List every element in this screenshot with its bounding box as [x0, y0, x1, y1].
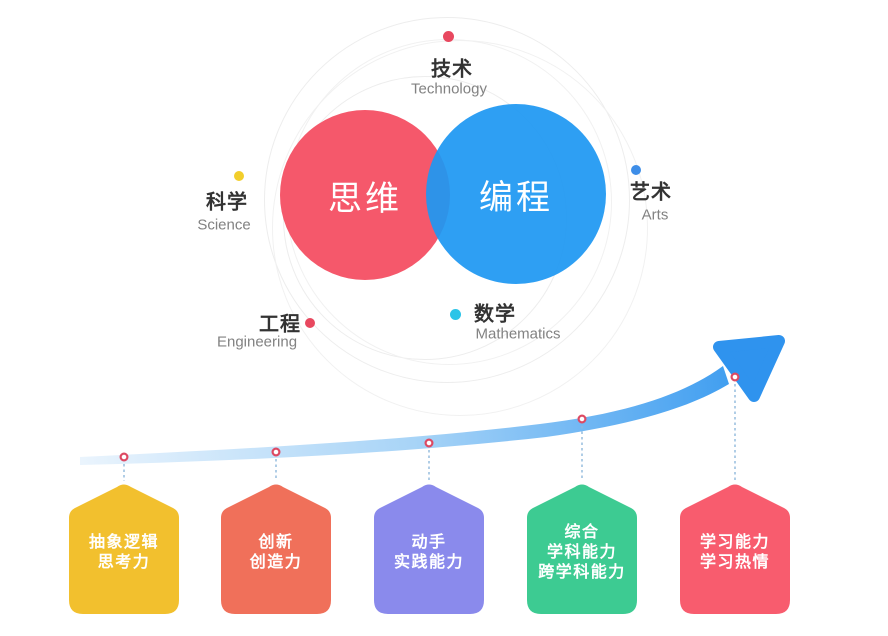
badge-shield-shape — [527, 484, 637, 614]
mathematics-dot-icon — [450, 309, 461, 320]
arrow-marker-dots — [119, 372, 740, 462]
badge-label: 综合 学科能力 跨学科能力 — [538, 524, 626, 581]
ability-badge-innovation: 创新 创造力 — [221, 484, 331, 614]
badge-connector-lines — [123, 384, 736, 481]
ability-badge-hands-on: 动手 实践能力 — [374, 484, 484, 614]
engineering-label-en: Engineering — [216, 333, 298, 351]
mathematics-label-en: Mathematics — [475, 325, 561, 343]
ability-badge-learning: 学习能力 学习热情 — [680, 484, 790, 614]
badge-label: 动手 实践能力 — [393, 534, 464, 571]
venn-circle-programming: 编程 — [426, 104, 606, 284]
arts-label-zh: 艺术 — [630, 181, 672, 204]
badge-shield-shape — [69, 484, 179, 614]
arts-dot-icon — [631, 165, 641, 175]
venn-circle-thinking: 思维 — [280, 110, 450, 280]
science-dot-icon — [234, 171, 244, 181]
badge-label: 创新 创造力 — [249, 534, 303, 571]
ability-badge-abstract-logic: 抽象逻辑 思考力 — [69, 484, 179, 614]
ability-badge-interdisciplinary: 综合 学科能力 跨学科能力 — [527, 484, 637, 614]
science-label-en: Science — [197, 216, 251, 234]
engineering-label-zh: 工程 — [259, 313, 301, 336]
growth-arrow-shaft — [80, 366, 729, 465]
badge-shield-shape — [374, 484, 484, 614]
technology-label-en: Technology — [411, 80, 487, 98]
technology-dot-icon — [443, 31, 454, 42]
badge-label: 抽象逻辑 思考力 — [88, 534, 159, 571]
badge-shield-shape — [221, 484, 331, 614]
venn-thinking-label: 思维 — [328, 179, 402, 218]
arts-label-en: Arts — [641, 206, 669, 224]
mathematics-label-zh: 数学 — [474, 303, 516, 326]
badge-label: 学习能力 学习热情 — [699, 534, 770, 571]
science-label-zh: 科学 — [206, 191, 248, 214]
growth-arrowhead-icon — [713, 335, 785, 402]
badge-shield-shape — [680, 484, 790, 614]
technology-label-zh: 技术 — [431, 58, 473, 81]
venn-programming-label: 编程 — [479, 178, 553, 217]
engineering-dot-icon — [305, 318, 315, 328]
